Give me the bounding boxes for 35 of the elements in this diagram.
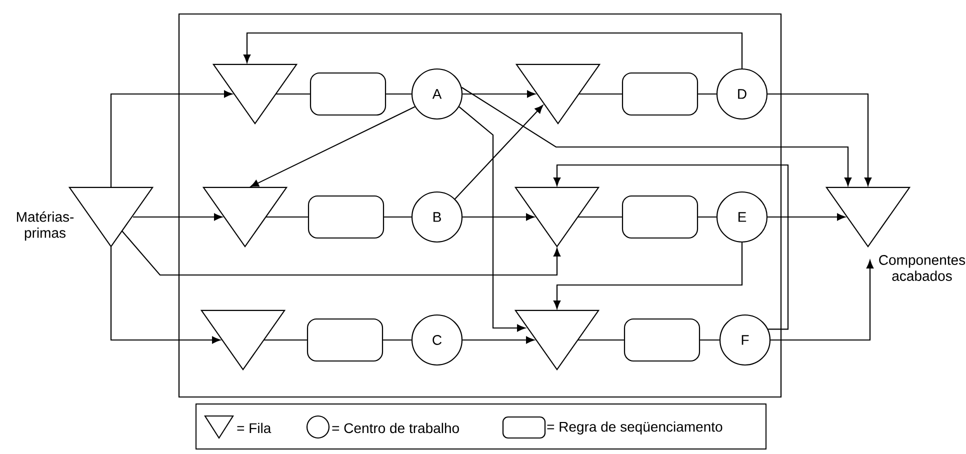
connector-line — [384, 216, 412, 218]
plant-frame — [178, 13, 782, 398]
legend-label: = Fila — [237, 422, 272, 434]
arrow — [110, 90, 232, 188]
arrow — [133, 213, 222, 221]
arrow — [250, 106, 416, 188]
arrow — [461, 86, 852, 186]
connector-line — [578, 339, 624, 341]
arrow — [454, 105, 544, 200]
connector-line — [578, 216, 622, 218]
arrow — [458, 106, 526, 332]
connector-line — [264, 339, 307, 341]
connector-line — [579, 93, 622, 95]
arrow — [768, 213, 846, 221]
arrow — [122, 230, 561, 276]
arrow — [553, 164, 789, 330]
connector-line — [698, 216, 716, 218]
arrow — [462, 213, 534, 221]
arrow — [462, 336, 534, 344]
node-label: Componentes acabados — [879, 255, 966, 281]
connector-line — [700, 339, 720, 341]
connector-line — [266, 216, 308, 218]
arrow — [110, 246, 220, 344]
legend-label: = Regra de seqüenciamento — [547, 421, 722, 434]
connector-line — [383, 339, 412, 341]
connector-line — [276, 93, 310, 95]
arrow — [243, 32, 743, 68]
node-label: Matérias-primas — [16, 211, 74, 241]
connector-line — [386, 93, 412, 95]
connector-line — [698, 93, 716, 95]
arrow — [462, 90, 536, 98]
arrow — [768, 93, 872, 186]
arrow — [553, 242, 743, 309]
arrow — [770, 260, 874, 341]
legend-label: = Centro de trabalho — [332, 422, 459, 434]
